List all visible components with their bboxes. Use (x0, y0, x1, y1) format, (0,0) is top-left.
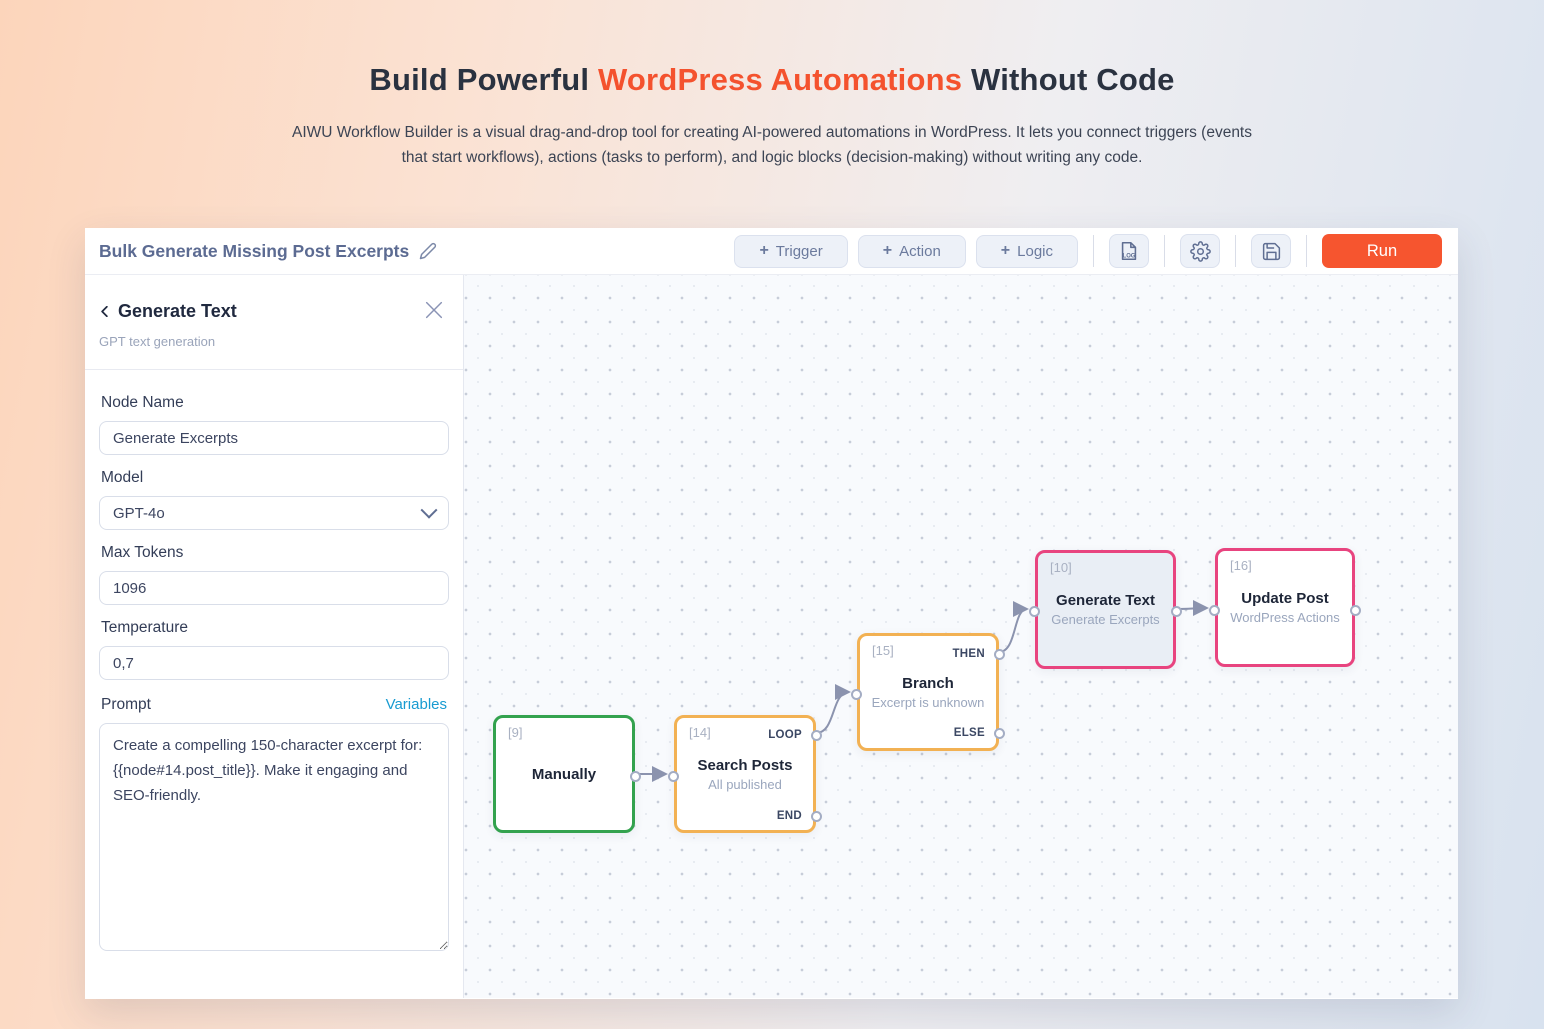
output-port[interactable] (1350, 605, 1361, 616)
model-select-value: GPT-4o (113, 504, 165, 522)
input-port[interactable] (1209, 605, 1220, 616)
else-port-label: ELSE (953, 727, 985, 739)
loop-port[interactable] (811, 730, 822, 741)
toolbar-divider (1164, 235, 1165, 267)
node-id-badge: [10] (1050, 560, 1072, 575)
builder-toolbar: + Trigger + Action + Logic LOG Run (734, 234, 1442, 268)
add-trigger-label: Trigger (775, 242, 823, 260)
plus-icon: + (759, 242, 769, 259)
node-config-form: Node Name Model GPT-4o Max Tokens Temper… (85, 370, 463, 956)
node-update-post[interactable]: [16] Update Post WordPress Actions (1209, 548, 1361, 667)
plus-icon: + (882, 242, 893, 259)
save-button[interactable] (1251, 234, 1291, 268)
panel-title-text: Generate Text (118, 301, 237, 321)
add-logic-label: Logic (1017, 242, 1053, 260)
close-icon[interactable] (423, 299, 445, 321)
input-port[interactable] (668, 771, 679, 782)
then-port[interactable] (994, 649, 1005, 660)
toolbar-divider (1306, 235, 1307, 267)
panel-header: Generate Text GPT text generation (85, 275, 463, 370)
temperature-input[interactable] (99, 646, 449, 680)
toolbar-divider (1235, 235, 1236, 267)
page-title-suffix: Without Code (962, 62, 1175, 97)
chevron-down-icon (420, 501, 438, 519)
else-port[interactable] (994, 728, 1005, 739)
add-trigger-button[interactable]: + Trigger (734, 234, 848, 268)
node-title: Manually (531, 765, 597, 783)
add-logic-button[interactable]: + Logic (975, 234, 1078, 268)
add-action-button[interactable]: + Action (857, 234, 966, 268)
node-content: Search Posts All published (677, 718, 813, 830)
workflow-builder-window: Bulk Generate Missing Post Excerpts + Tri… (85, 228, 1458, 999)
builder-body: Generate Text GPT text generation Node N… (85, 275, 1458, 998)
node-content: Branch Excerpt is unknown (860, 636, 996, 748)
page-title-prefix: Build Powerful (369, 62, 599, 97)
panel-subtitle: GPT text generation (99, 334, 216, 349)
input-port[interactable] (1029, 606, 1040, 617)
panel-back-title[interactable]: Generate Text (99, 301, 447, 322)
edge-loop-branch (815, 684, 851, 734)
log-button[interactable]: LOG (1109, 234, 1149, 268)
max-tokens-label: Max Tokens (101, 544, 184, 561)
svg-text:LOG: LOG (1123, 253, 1136, 259)
node-name-input[interactable] (99, 421, 449, 455)
node-branch[interactable]: [15] THEN ELSE Branch Excerpt is unknown (851, 633, 1005, 751)
page-subtitle: AIWU Workflow Builder is a visual drag-a… (292, 124, 1252, 166)
node-id-badge: [15] (872, 643, 894, 658)
plus-icon: + (1000, 242, 1011, 259)
node-title: Update Post (1241, 590, 1329, 607)
node-title: Search Posts (697, 756, 793, 774)
gear-icon (1189, 240, 1211, 262)
output-port[interactable] (1171, 606, 1182, 617)
end-port-label: END (776, 810, 802, 822)
workflow-title: Bulk Generate Missing Post Excerpts (99, 241, 437, 262)
node-search-posts[interactable]: [14] LOOP END Search Posts All published (668, 715, 822, 833)
node-generate-text[interactable]: [10] Generate Text Generate Excerpts (1029, 550, 1182, 669)
variables-link[interactable]: Variables (385, 696, 447, 713)
log-icon: LOG (1121, 241, 1137, 261)
node-id-badge: [14] (689, 725, 711, 740)
settings-button[interactable] (1180, 234, 1220, 268)
max-tokens-input[interactable] (99, 571, 449, 605)
node-title: Generate Text (1056, 592, 1155, 609)
model-label: Model (101, 469, 144, 486)
node-subtitle: WordPress Actions (1230, 610, 1340, 625)
edit-pencil-icon[interactable] (419, 242, 437, 260)
then-port-label: THEN (952, 648, 985, 660)
prompt-textarea[interactable]: Create a compelling 150-character excerp… (99, 723, 449, 951)
input-port[interactable] (851, 689, 862, 700)
node-content: Manually (496, 718, 632, 830)
run-button[interactable]: Run (1322, 234, 1442, 268)
node-id-badge: [9] (508, 725, 523, 740)
workflow-canvas[interactable]: [9] Manually [14] LOOP END Search Posts … (464, 275, 1458, 998)
node-config-panel: Generate Text GPT text generation Node N… (85, 275, 464, 998)
page-title: Build Powerful WordPress Automations Wit… (0, 62, 1544, 98)
builder-header: Bulk Generate Missing Post Excerpts + Tri… (85, 228, 1458, 275)
node-subtitle: All published (708, 776, 782, 792)
node-content: Update Post WordPress Actions (1218, 551, 1352, 664)
node-subtitle: Generate Excerpts (1051, 612, 1160, 627)
prompt-label: Prompt (101, 696, 151, 713)
edge-then-generatetext (998, 601, 1029, 653)
node-subtitle: Excerpt is unknown (871, 694, 985, 710)
hero-section: Build Powerful WordPress Automations Wit… (0, 0, 1544, 170)
model-select[interactable]: GPT-4o (99, 496, 449, 530)
page-title-highlight: WordPress Automations (598, 62, 963, 97)
toolbar-divider (1093, 235, 1094, 267)
workflow-title-text: Bulk Generate Missing Post Excerpts (99, 240, 410, 261)
end-port[interactable] (811, 811, 822, 822)
node-name-label: Node Name (101, 394, 184, 411)
temperature-label: Temperature (101, 619, 189, 636)
back-chevron-icon (101, 306, 108, 317)
add-action-label: Action (899, 242, 941, 260)
loop-port-label: LOOP (768, 729, 802, 741)
save-floppy-icon (1262, 242, 1280, 260)
node-content: Generate Text Generate Excerpts (1038, 553, 1173, 666)
node-manually[interactable]: [9] Manually (493, 715, 641, 833)
node-title: Branch (902, 674, 954, 692)
node-id-badge: [16] (1230, 558, 1252, 573)
prompt-row: Prompt Variables (101, 696, 447, 714)
output-port[interactable] (630, 771, 641, 782)
